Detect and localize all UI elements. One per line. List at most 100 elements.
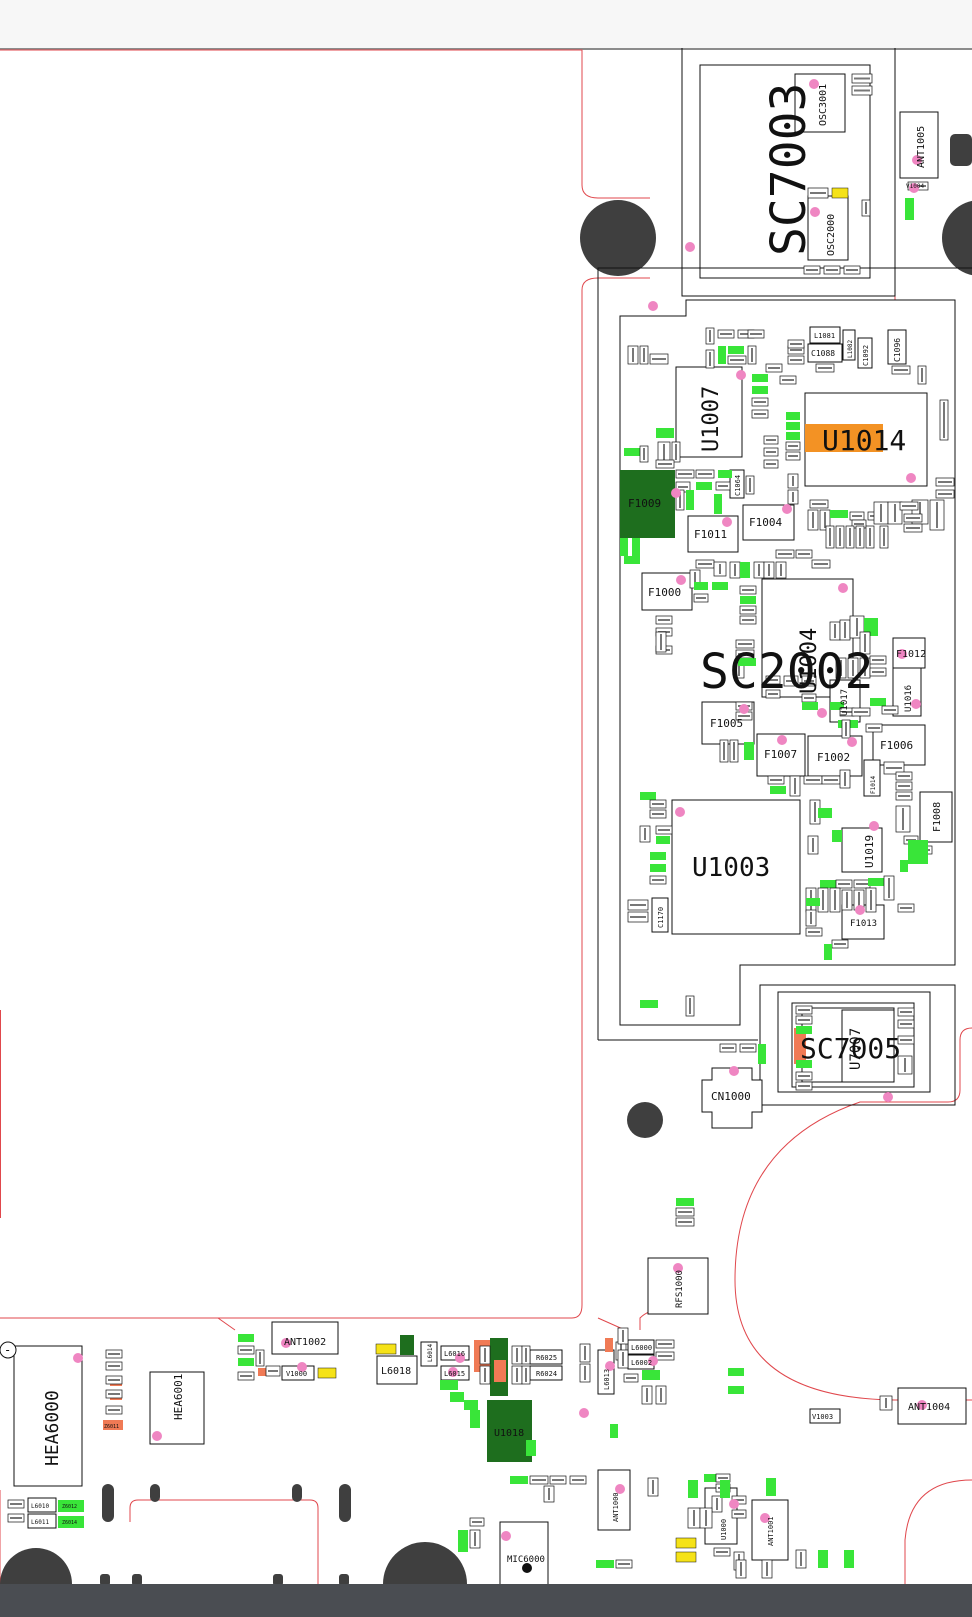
smd-part-marking — [679, 492, 681, 508]
smd-part-marking — [646, 1388, 648, 1402]
smd-part-marking — [794, 778, 796, 794]
smd-part-marking — [885, 1398, 887, 1408]
smd-part-highlighted — [844, 1550, 854, 1568]
smd-components[interactable] — [7, 73, 955, 1579]
smd-part-marking — [804, 697, 814, 699]
u1019-body — [841, 827, 883, 873]
smd-part-marking — [730, 359, 744, 361]
smd-part-marking — [810, 192, 826, 194]
smd-part-marking — [720, 333, 732, 335]
smd-part-marking — [798, 1075, 810, 1077]
hea6000-body — [13, 1345, 83, 1487]
smd-part-highlighted — [610, 1424, 618, 1438]
smd-part-marking — [840, 660, 842, 676]
pin1-dot — [501, 1531, 511, 1541]
smd-part-marking — [898, 775, 910, 777]
smd-part-marking — [734, 564, 736, 576]
mount-hole — [627, 1102, 663, 1138]
smd-part-marking — [921, 368, 923, 382]
smd-part-marking — [738, 664, 740, 676]
label-c1064: C1064 — [734, 475, 742, 496]
smd-part-marking — [788, 445, 798, 447]
smd-part-marking — [723, 742, 725, 760]
smd-part-marking — [658, 619, 670, 621]
label-f1006: F1006 — [880, 739, 913, 752]
smd-part-marking — [822, 890, 824, 910]
f1009-highlight — [620, 470, 675, 538]
label-u7007: U7007 — [848, 1028, 864, 1070]
ant1005-body — [899, 111, 939, 179]
smd-part-marking — [718, 1477, 728, 1479]
smd-part-highlighted — [694, 582, 708, 590]
smd-part-marking — [792, 476, 794, 486]
smd-part-marking — [902, 505, 916, 507]
label-v1000: V1000 — [286, 1370, 307, 1378]
label-u1000: U1000 — [720, 1519, 728, 1540]
label-l6016: L6016 — [444, 1350, 465, 1358]
pin1-dot — [615, 1484, 625, 1494]
component-bodies[interactable] — [13, 73, 967, 1561]
label-f1013: F1013 — [850, 919, 877, 929]
smd-part-highlighted — [740, 562, 750, 578]
smd-part-marking — [643, 448, 645, 460]
smd-part-marking — [474, 1532, 476, 1546]
pin1-dot — [648, 301, 658, 311]
highlighted-components[interactable] — [103, 187, 883, 1563]
smd-part-marking — [532, 1479, 546, 1481]
smd-part-marking — [516, 1368, 518, 1382]
pin1-dot — [760, 1513, 770, 1523]
smd-part-marking — [584, 1346, 586, 1360]
u1018-highlight — [487, 1400, 532, 1462]
mount-pad — [273, 1574, 283, 1586]
label-sc7005: SC7005 — [800, 1032, 901, 1065]
smd-part-highlighted — [470, 1410, 480, 1428]
smd-part-marking — [108, 1409, 120, 1411]
pin1-dot — [869, 821, 879, 831]
label-mic6000: MIC6000 — [507, 1555, 545, 1565]
smd-part-highlighted — [870, 698, 886, 706]
smd-part-marking — [824, 512, 826, 528]
label-f1005: F1005 — [710, 717, 743, 730]
smd-part-marking — [919, 502, 921, 522]
pin1-markers — [73, 79, 927, 1541]
f1014-body — [863, 759, 881, 797]
smd-part-marking — [108, 1393, 120, 1395]
smd-part-marking — [806, 269, 818, 271]
smd-part-marking — [644, 828, 646, 840]
pin1-dot — [777, 735, 787, 745]
smd-part-marking — [663, 444, 665, 460]
smd-part-marking — [705, 1510, 707, 1526]
label-ant1002: ANT1002 — [284, 1337, 326, 1348]
label-sc7003: SC7003 — [761, 83, 817, 256]
smd-part-highlighted — [696, 482, 712, 490]
smd-part-marking — [906, 527, 920, 529]
mount-pad — [150, 1484, 160, 1502]
smd-part-marking — [722, 1047, 734, 1049]
smd-part-marking — [900, 1011, 912, 1013]
smd-part-highlighted — [686, 490, 694, 510]
smd-part-marking — [758, 564, 760, 576]
sc7005-highlight — [794, 1028, 806, 1064]
smd-part-highlighted — [728, 1386, 744, 1394]
smd-part-marking — [849, 528, 851, 546]
smd-part-highlighted — [642, 1370, 660, 1380]
smd-part-marking — [864, 660, 866, 676]
smd-part-marking — [808, 931, 820, 933]
label-l6000: L6000 — [631, 1344, 652, 1352]
smd-part-marking — [108, 1353, 120, 1355]
smd-part-highlighted — [712, 582, 728, 590]
smd-part-highlighted — [864, 618, 878, 636]
smd-part-marking — [898, 795, 910, 797]
smd-part-marking — [839, 528, 841, 546]
smd-part-highlighted — [620, 538, 628, 556]
smd-part-highlighted — [676, 1198, 694, 1206]
smd-part-highlighted — [752, 386, 768, 394]
smd-part-highlighted — [868, 878, 884, 886]
l6011-body — [27, 1513, 57, 1529]
pin1-dot — [912, 155, 922, 165]
smd-part-highlighted — [656, 836, 670, 844]
smd-part-marking — [658, 463, 672, 465]
smd-part-marking — [754, 413, 766, 415]
smd-part-marking — [894, 504, 896, 522]
